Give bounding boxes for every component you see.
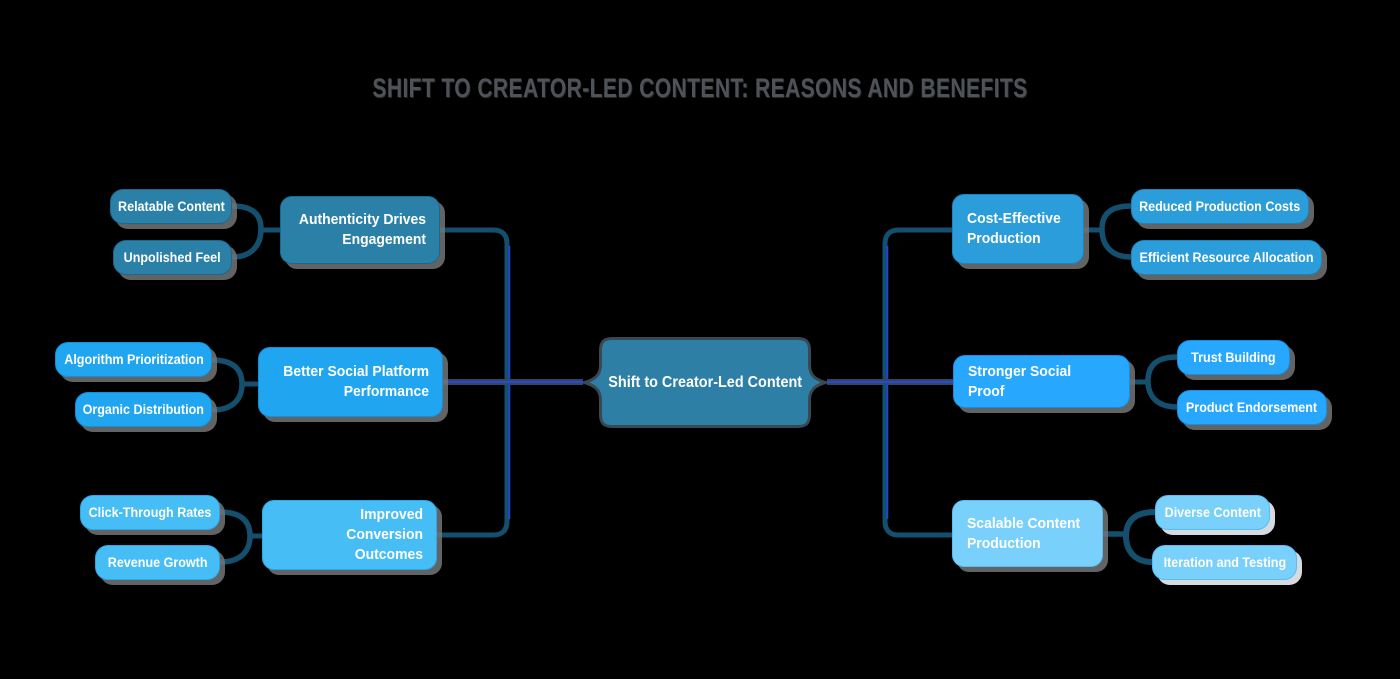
center-node-brace-shape bbox=[583, 337, 827, 428]
branch-label: Scalable Content Production bbox=[967, 514, 1081, 552]
leaf-node-reduced-production-costs[interactable]: Reduced Production Costs bbox=[1131, 189, 1309, 224]
leaf-node-relatable-content[interactable]: Relatable Content bbox=[110, 189, 232, 224]
center-node-label: Shift to Creator-Led Content bbox=[608, 373, 802, 391]
arc-authenticity-children bbox=[229, 203, 264, 260]
leaf-node-algorithm-prioritization[interactable]: Algorithm Prioritization bbox=[55, 342, 212, 377]
branch-label: Improved Conversion Outcomes bbox=[346, 506, 423, 563]
leaf-label: Reduced Production Costs bbox=[1139, 198, 1301, 214]
leaf-label: Algorithm Prioritization bbox=[63, 351, 204, 367]
branch-node-conversion-outcomes[interactable]: Improved Conversion Outcomes bbox=[262, 500, 437, 570]
leaf-node-click-through-rates[interactable]: Click-Through Rates bbox=[80, 495, 220, 530]
branch-node-authenticity[interactable]: Authenticity Drives Engagement bbox=[280, 196, 440, 264]
leaf-node-efficient-resource-allocation[interactable]: Efficient Resource Allocation bbox=[1131, 240, 1322, 275]
leaf-label: Efficient Resource Allocation bbox=[1139, 249, 1314, 265]
leaf-label: Organic Distribution bbox=[82, 401, 205, 417]
arc-cost-children bbox=[1099, 203, 1134, 260]
branch-label: Cost-Effective Production bbox=[967, 210, 1061, 247]
branch-node-platform-performance[interactable]: Better Social Platform Performance bbox=[258, 347, 443, 417]
diagram-title: SHIFT TO CREATOR-LED CONTENT: REASONS AN… bbox=[0, 72, 1400, 104]
leaf-label: Trust Building bbox=[1191, 349, 1276, 365]
branch-label: Authenticity Drives Engagement bbox=[298, 211, 426, 248]
arc-conversion-children bbox=[217, 509, 253, 565]
left-trunk-edge bbox=[434, 227, 510, 538]
branch-node-cost-effective[interactable]: Cost-Effective Production bbox=[952, 194, 1084, 264]
leaf-label: Diverse Content bbox=[1164, 504, 1261, 520]
leaf-node-unpolished-feel[interactable]: Unpolished Feel bbox=[113, 240, 232, 275]
leaf-node-trust-building[interactable]: Trust Building bbox=[1177, 340, 1290, 375]
leaf-node-product-endorsement[interactable]: Product Endorsement bbox=[1177, 390, 1327, 425]
branch-label: Better Social Platform Performance bbox=[283, 363, 429, 400]
arc-socialproof-children bbox=[1145, 354, 1180, 410]
branch-node-social-proof[interactable]: Stronger Social Proof bbox=[953, 355, 1130, 408]
arc-scalable-children bbox=[1122, 509, 1158, 565]
right-trunk-edge bbox=[882, 227, 955, 538]
leaf-node-iteration-and-testing[interactable]: Iteration and Testing bbox=[1152, 545, 1297, 580]
leaf-label: Relatable Content bbox=[117, 198, 225, 214]
center-node[interactable]: Shift to Creator-Led Content bbox=[583, 337, 827, 428]
leaf-label: Revenue Growth bbox=[107, 554, 208, 570]
leaf-label: Product Endorsement bbox=[1186, 399, 1318, 415]
branch-node-scalable-production[interactable]: Scalable Content Production bbox=[952, 500, 1103, 567]
leaf-label: Unpolished Feel bbox=[124, 249, 221, 265]
leaf-node-organic-distribution[interactable]: Organic Distribution bbox=[75, 392, 212, 427]
arc-platform-children bbox=[209, 357, 245, 413]
leaf-label: Iteration and Testing bbox=[1163, 554, 1286, 570]
leaf-node-diverse-content[interactable]: Diverse Content bbox=[1155, 495, 1270, 530]
diagram-title-text: SHIFT TO CREATOR-LED CONTENT: REASONS AN… bbox=[372, 72, 1028, 103]
leaf-label: Click-Through Rates bbox=[88, 504, 212, 520]
leaf-node-revenue-growth[interactable]: Revenue Growth bbox=[95, 545, 220, 580]
branch-label: Stronger Social Proof bbox=[968, 362, 1072, 400]
